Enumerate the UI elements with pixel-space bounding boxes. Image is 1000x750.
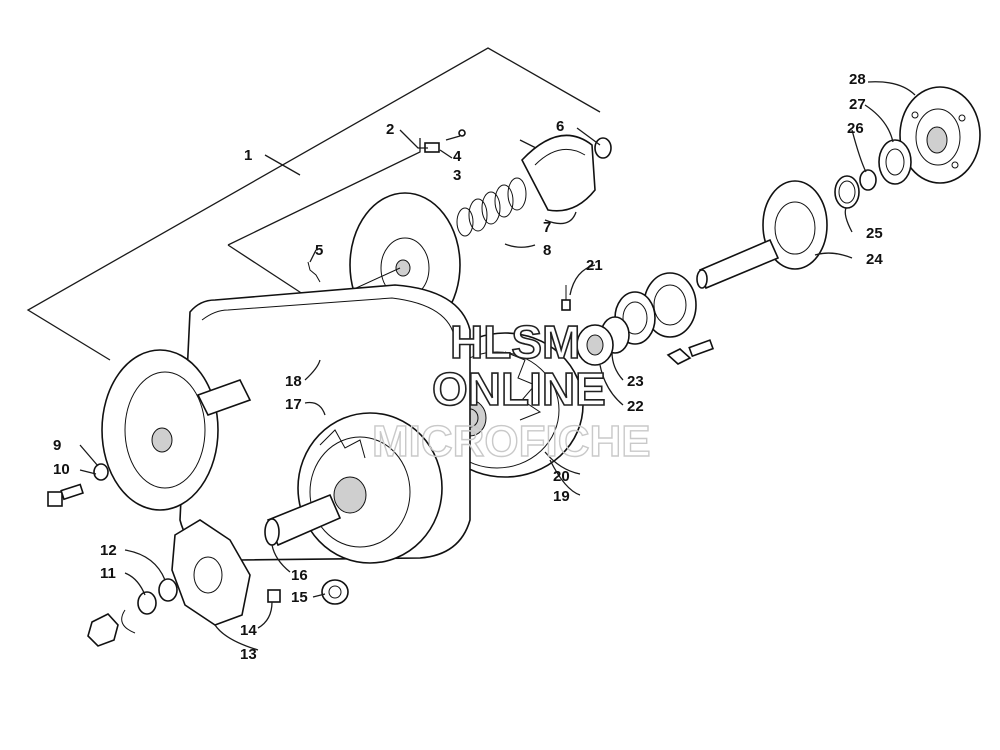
callout-3: 3 <box>453 167 461 184</box>
callout-labels: 1 2 3 4 5 6 7 8 9 10 11 12 13 14 15 16 1… <box>53 71 883 663</box>
part-15-nut <box>321 579 349 605</box>
part-26-bushing <box>859 169 877 191</box>
callout-9: 9 <box>53 437 61 454</box>
callout-2: 2 <box>386 121 394 138</box>
callout-15: 15 <box>291 589 308 606</box>
callout-27: 27 <box>849 96 866 113</box>
part-4-pin <box>458 129 466 137</box>
part-28-clutch-housing <box>899 86 981 184</box>
part-5-pin <box>307 261 321 283</box>
callout-16: 16 <box>291 567 308 584</box>
watermark: HLSM ONLINE MICROFICHE <box>371 315 651 467</box>
callout-17: 17 <box>285 396 302 413</box>
part-10-bolt <box>47 483 84 507</box>
callout-8: 8 <box>543 242 551 259</box>
callout-24: 24 <box>866 251 883 268</box>
part-25-snap-ring <box>834 175 860 209</box>
callout-26: 26 <box>847 120 864 137</box>
watermark-line-2: ONLINE <box>432 363 606 415</box>
part-13-spider <box>171 519 251 626</box>
watermark-line-1: HLSM <box>450 316 580 368</box>
part-24-drive-shaft <box>696 180 828 290</box>
part-14-clip <box>267 589 281 603</box>
part-6-ring <box>594 137 612 159</box>
callout-23: 23 <box>627 373 644 390</box>
callout-10: 10 <box>53 461 70 478</box>
part-7-cam <box>521 134 596 212</box>
snap-ring <box>121 609 136 634</box>
callout-5: 5 <box>315 242 323 259</box>
callout-7: 7 <box>543 219 551 236</box>
callout-18: 18 <box>285 373 302 390</box>
callout-20: 20 <box>553 468 570 485</box>
callout-28: 28 <box>849 71 866 88</box>
part-21-screw <box>561 285 571 311</box>
callout-14: 14 <box>240 622 257 639</box>
part-11-bushing <box>137 591 157 615</box>
leader-lines <box>79 81 916 651</box>
part-22-spacer <box>576 324 614 366</box>
callout-22: 22 <box>627 398 644 415</box>
callout-1: 1 <box>244 147 252 164</box>
callout-11: 11 <box>100 565 116 582</box>
callout-19: 19 <box>553 488 570 505</box>
callout-25: 25 <box>866 225 883 242</box>
part-16-shaft <box>264 493 342 547</box>
callout-12: 12 <box>100 542 117 559</box>
small-bolt <box>666 339 715 365</box>
callout-6: 6 <box>556 118 564 135</box>
nut <box>87 613 119 647</box>
callout-13: 13 <box>240 646 257 663</box>
part-8-spring <box>456 177 527 237</box>
part-9-washer <box>93 463 109 481</box>
part-27-bearing <box>878 139 912 185</box>
part-12-washer <box>158 578 178 602</box>
fixed-sheave <box>101 349 252 511</box>
callout-21: 21 <box>586 257 603 274</box>
part-17-drive-clutch <box>297 412 443 564</box>
watermark-line-3: MICROFICHE <box>372 417 651 466</box>
callout-4: 4 <box>453 148 462 165</box>
